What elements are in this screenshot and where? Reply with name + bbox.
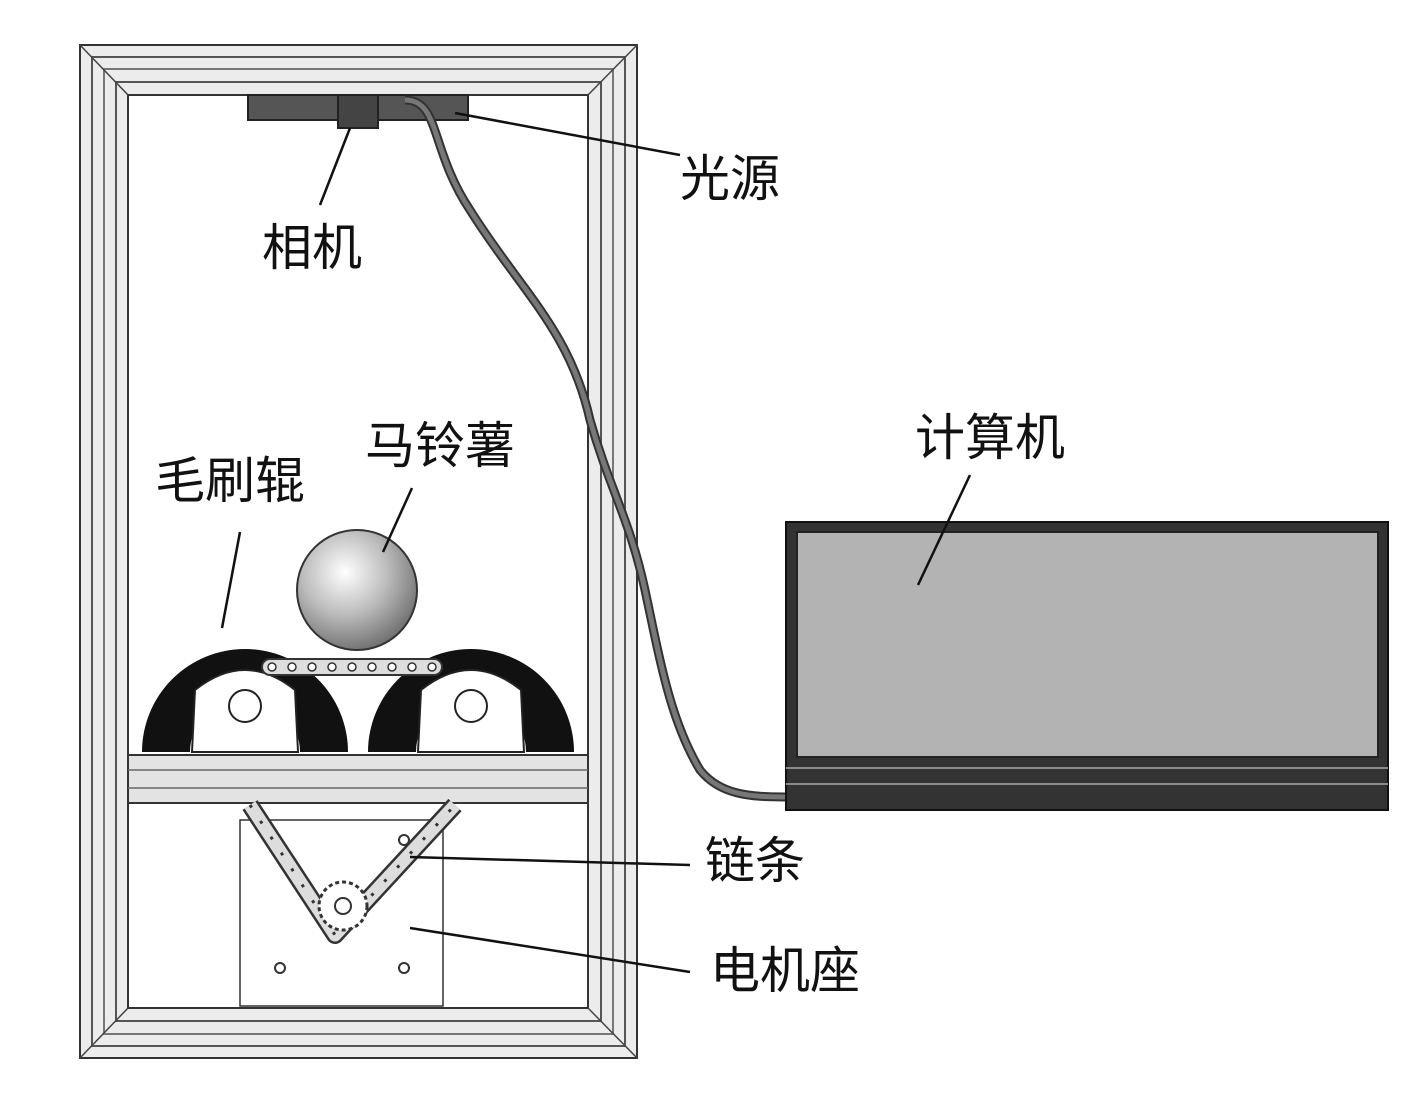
label-light-source: 光源 <box>680 150 780 208</box>
label-motor-mount: 电机座 <box>710 942 860 1000</box>
lower-chain <box>242 798 462 944</box>
label-camera: 相机 <box>262 219 362 277</box>
computer <box>785 521 1389 811</box>
leader-computer <box>916 474 972 586</box>
label-computer: 计算机 <box>915 409 1065 467</box>
leader-camera <box>318 127 352 206</box>
label-brush-roller: 毛刷辊 <box>155 452 305 510</box>
upper-chain <box>261 658 443 676</box>
camera <box>337 94 379 129</box>
leader-light-source <box>454 111 681 157</box>
leader-brush-roller <box>220 531 242 629</box>
potato <box>296 529 418 651</box>
leader-potato <box>381 487 414 553</box>
leader-chain <box>409 855 691 867</box>
label-potato: 马铃薯 <box>365 417 515 475</box>
label-chain: 链条 <box>705 832 805 890</box>
brush-roller-left <box>142 649 348 753</box>
sprocket <box>317 880 369 932</box>
leader-motor-mount <box>409 926 691 974</box>
